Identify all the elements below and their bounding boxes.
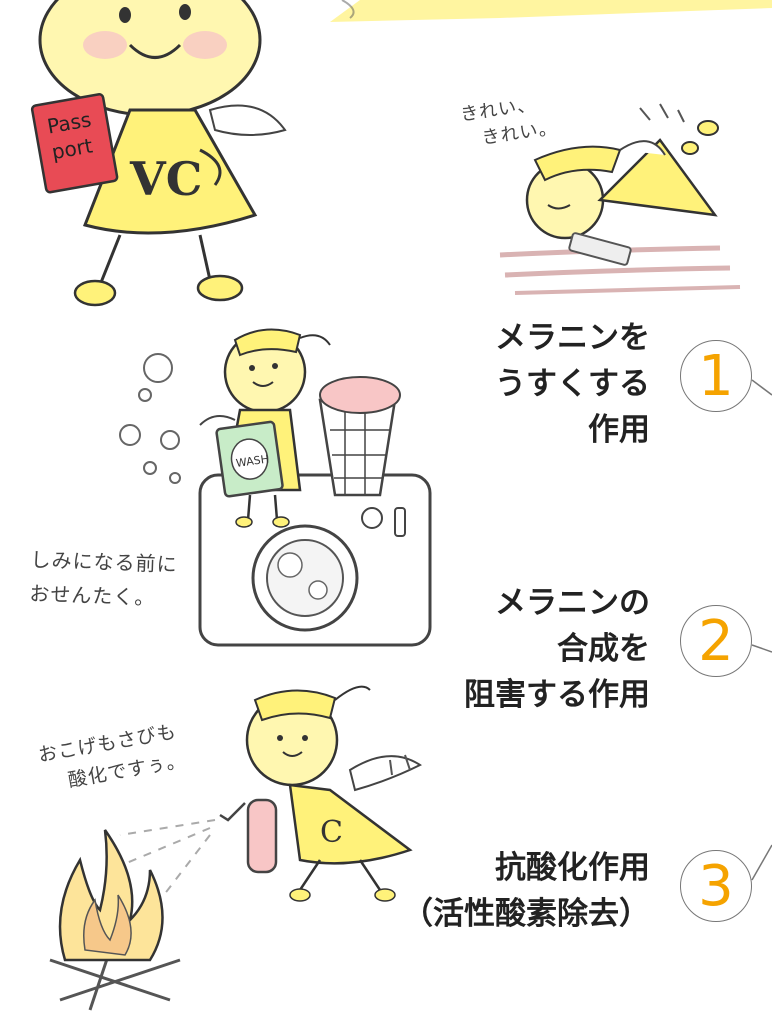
effect-2-line2: 合成を bbox=[557, 631, 650, 667]
wash-note-line2: おせんたく。 bbox=[29, 581, 156, 610]
mascot-laundry: WASH bbox=[119, 328, 432, 647]
mascot-passport: VC Pass port bbox=[30, 0, 287, 307]
effect-1-label: メラニンを うすくする 作用 bbox=[495, 315, 650, 453]
campfire bbox=[49, 829, 181, 1011]
effect-2-label: メラニンの 合成を 阻害する作用 bbox=[464, 580, 650, 718]
wash-box: WASH bbox=[215, 420, 284, 498]
effect-2-line1: メラニンの bbox=[495, 585, 650, 621]
effect-3-line2: （活性酸素除去） bbox=[402, 896, 650, 932]
effect-1-line3: 作用 bbox=[588, 412, 650, 448]
c-mark: C bbox=[320, 815, 343, 850]
effect-3-label: 抗酸化作用 （活性酸素除去） bbox=[402, 845, 650, 937]
effect-2-number: 2 bbox=[680, 605, 752, 677]
mascot-cleaning bbox=[499, 103, 741, 295]
effect-3-number: 3 bbox=[680, 850, 752, 922]
effect-1-line2: うすくする bbox=[495, 366, 650, 402]
wash-note: しみになる前に おせんたく。 bbox=[29, 542, 178, 615]
effect-1-number: 1 bbox=[680, 340, 752, 412]
effect-3-line1: 抗酸化作用 bbox=[495, 850, 650, 886]
passport-book: Pass port bbox=[30, 93, 119, 194]
header-banner-stroke bbox=[330, 0, 772, 22]
effect-1-line1: メラニンを bbox=[495, 320, 650, 356]
vc-mark: VC bbox=[129, 152, 202, 206]
wash-box-label: WASH bbox=[235, 452, 270, 469]
mascot-extinguisher: C bbox=[109, 685, 422, 902]
wash-note-line1: しみになる前に bbox=[30, 547, 178, 577]
effect-2-line3: 阻害する作用 bbox=[464, 677, 650, 713]
